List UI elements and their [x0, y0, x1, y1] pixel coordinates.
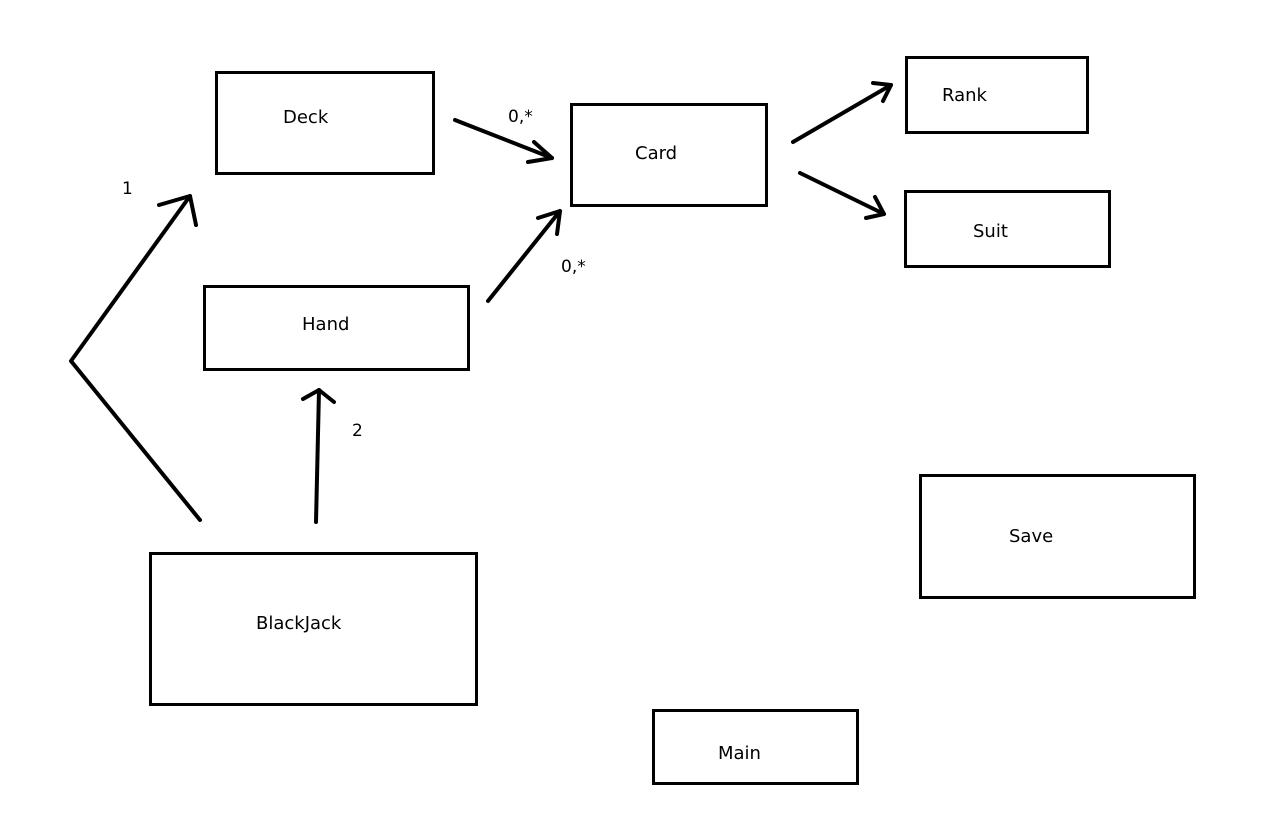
arrow-blackjack-to-hand	[314, 388, 321, 524]
class-label-main: Main	[718, 743, 761, 764]
class-label-blackjack: BlackJack	[256, 613, 342, 634]
class-box-card[interactable]: Card	[570, 103, 768, 207]
class-label-deck: Deck	[283, 107, 329, 128]
class-box-main[interactable]: Main	[652, 709, 859, 785]
class-box-blackjack[interactable]: BlackJack	[149, 552, 478, 706]
class-label-save: Save	[1009, 526, 1054, 547]
class-label-hand: Hand	[302, 314, 350, 335]
arrowhead-deck-to-card	[526, 140, 554, 164]
arrow-card-to-rank	[791, 83, 893, 144]
class-box-hand[interactable]: Hand	[203, 285, 470, 371]
class-box-suit[interactable]: Suit	[904, 190, 1111, 268]
arrow-blackjack-to-deck	[69, 194, 202, 522]
class-label-suit: Suit	[973, 221, 1008, 242]
class-box-deck[interactable]: Deck	[215, 71, 435, 175]
arrowhead-card-to-suit	[864, 195, 886, 220]
multiplicity-blackjack-deck: 1	[122, 179, 133, 199]
multiplicity-blackjack-hand: 2	[352, 421, 363, 441]
class-box-rank[interactable]: Rank	[905, 56, 1089, 134]
class-label-card: Card	[635, 143, 678, 164]
class-label-rank: Rank	[942, 85, 987, 106]
arrowhead-hand-to-card	[536, 209, 562, 236]
arrow-hand-to-card	[486, 209, 562, 303]
arrowhead-card-to-rank	[871, 81, 893, 103]
arrow-deck-to-card	[453, 118, 554, 160]
arrowhead-blackjack-to-hand	[301, 388, 336, 404]
arrowhead-blackjack-to-deck	[157, 194, 198, 227]
multiplicity-deck-card: 0,*	[508, 107, 533, 127]
class-box-save[interactable]: Save	[919, 474, 1196, 599]
arrow-card-to-suit	[798, 171, 886, 216]
multiplicity-hand-card: 0,*	[561, 257, 586, 277]
